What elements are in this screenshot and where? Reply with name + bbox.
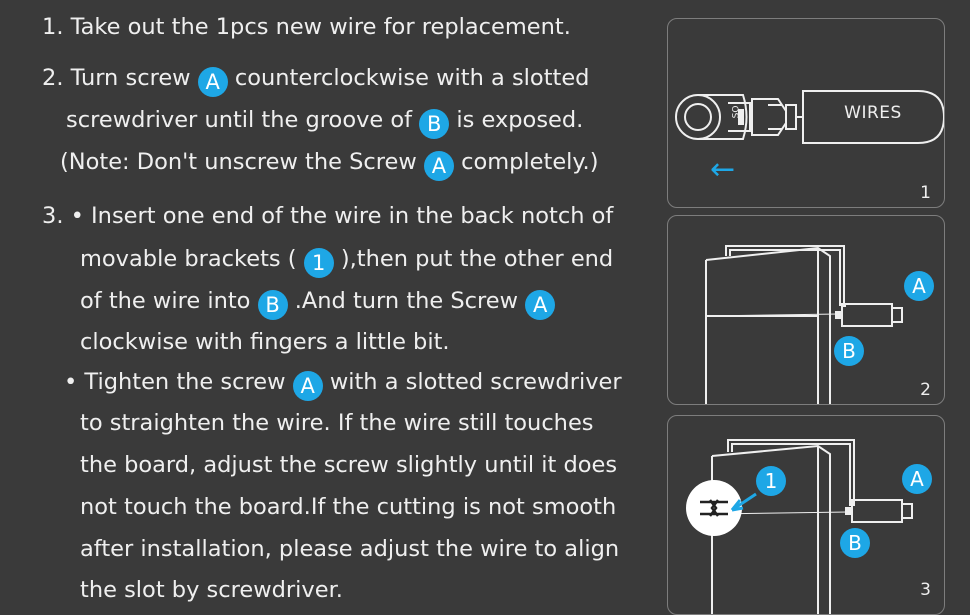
step-3-line-3: of the wire into B .And turn the Screw A: [80, 286, 556, 320]
step-2-line-1: 2. Turn screw A counterclockwise with a …: [42, 63, 589, 97]
step-3-text-e: .And turn the Screw: [287, 288, 526, 314]
step-3-line-1: 3. • Insert one end of the wire in the b…: [42, 201, 613, 231]
step-2-note-b: completely.): [453, 149, 599, 175]
label-b: B: [834, 336, 864, 366]
badge-a: A: [197, 67, 228, 97]
label-a: A: [902, 464, 932, 494]
badge-a: A: [292, 371, 323, 401]
step-3-line-4: clockwise with fingers a little bit.: [80, 327, 450, 357]
step-3-text-m: the slot by screwdriver.: [80, 577, 343, 603]
badge-b: B: [257, 290, 288, 320]
step-2-text-b: counterclockwise with a slotted: [227, 65, 590, 91]
step-1-text: 1. Take out the 1pcs new wire for replac…: [42, 14, 571, 40]
badge-a: A: [525, 290, 556, 320]
step-3-line-6: to straighten the wire. If the wire stil…: [80, 408, 594, 438]
wires-label: WIRES: [844, 103, 902, 123]
panel-number: 1: [920, 183, 931, 203]
step-3-text-l: after installation, please adjust the wi…: [80, 536, 620, 562]
step-3-text-a: 3. • Insert one end of the wire in the b…: [42, 203, 614, 229]
step-3-line-9: after installation, please adjust the wi…: [80, 534, 619, 564]
badge-1: 1: [303, 248, 334, 278]
diagram-panel-3: 1 A B 3: [667, 415, 945, 615]
step-3-text-i: to straighten the wire. If the wire stil…: [80, 410, 594, 436]
step-3-line-5: • Tighten the screw A with a slotted scr…: [64, 367, 622, 401]
step-3-text-f: clockwise with fingers a little bit.: [80, 329, 450, 355]
step-3-text-h: with a slotted screwdriver: [322, 369, 622, 395]
diagram-panel-2: A B 2: [667, 215, 945, 405]
label-b: B: [840, 528, 870, 558]
step-2-note: (Note: Don't unscrew the Screw A complet…: [60, 147, 598, 181]
board-wire-detail-diagram: [686, 439, 913, 614]
label-1: 1: [756, 466, 786, 496]
step-3-text-b: movable brackets (: [80, 246, 304, 272]
step-2-line-2: screwdriver until the groove of B is exp…: [66, 105, 583, 139]
step-2-text-c: screwdriver until the groove of: [66, 107, 420, 133]
panel-number: 3: [920, 580, 931, 600]
step-3-line-2: movable brackets ( 1 ),then put the othe…: [80, 244, 613, 278]
step-3-text-j: the board, adjust the screw slightly unt…: [80, 452, 618, 478]
step-1: 1. Take out the 1pcs new wire for replac…: [42, 12, 571, 42]
step-3-text-c: ),then put the other end: [333, 246, 614, 272]
step-3-line-10: the slot by screwdriver.: [80, 575, 343, 605]
badge-a: A: [423, 151, 454, 181]
step-2-text-a: 2. Turn screw: [42, 65, 198, 91]
diagram-panel-1: WIRES SO ← 1: [667, 18, 945, 208]
step-3-line-7: the board, adjust the screw slightly unt…: [80, 450, 617, 480]
label-a: A: [904, 271, 934, 301]
step-2-text-d: is exposed.: [449, 107, 584, 133]
so-mark: SO: [731, 105, 742, 119]
step-3-line-8: not touch the board.If the cutting is no…: [80, 492, 616, 522]
step-3-text-k: not touch the board.If the cutting is no…: [80, 494, 617, 520]
step-2-note-a: (Note: Don't unscrew the Screw: [60, 149, 424, 175]
board-wire-diagram: [705, 245, 903, 404]
left-arrow-icon: ←: [710, 152, 736, 187]
step-3-text-g: • Tighten the screw: [64, 369, 293, 395]
step-3-text-d: of the wire into: [80, 288, 258, 314]
instructions: 1. Take out the 1pcs new wire for replac…: [42, 12, 622, 603]
badge-b: B: [419, 109, 450, 139]
panel-number: 2: [920, 380, 931, 400]
